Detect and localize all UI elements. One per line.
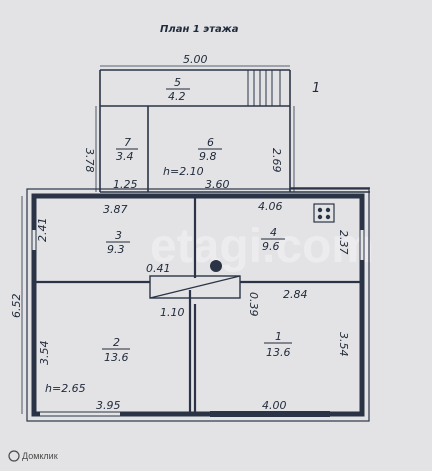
dim-284: 2.84 (283, 288, 308, 301)
dim-041: 0.41 (146, 262, 171, 275)
room-7: 7 3.4 (116, 136, 138, 163)
svg-text:5: 5 (174, 76, 181, 89)
dim-652: 6.52 (10, 294, 23, 319)
main-walls (26, 188, 370, 422)
room-1: 1 13.6 (264, 330, 292, 359)
svg-text:2: 2 (113, 336, 120, 349)
svg-text:Домклик: Домклик (22, 451, 58, 461)
stairs (247, 69, 281, 107)
watermark: etagi.com (150, 220, 374, 273)
dim-354-right: 3.54 (337, 332, 350, 357)
dim-top-width: 5.00 (183, 53, 208, 66)
dim-400: 4.00 (262, 399, 287, 412)
brand-logo: Домклик (8, 450, 58, 462)
height-top: h=2.10 (163, 165, 204, 178)
dim-395: 3.95 (96, 399, 121, 412)
dim-387: 3.87 (103, 203, 128, 216)
plan-number: 1 (312, 81, 320, 96)
dim-veranda-right: 2.69 (270, 148, 283, 173)
plan-title: План 1 этажа (160, 24, 239, 35)
svg-text:1: 1 (275, 330, 282, 343)
svg-text:4: 4 (270, 226, 277, 239)
dim-241: 2.41 (36, 218, 49, 243)
svg-text:13.6: 13.6 (266, 346, 291, 359)
veranda-walls (99, 69, 370, 193)
room-3: 3 9.3 (106, 229, 130, 256)
dim-406: 4.06 (258, 200, 283, 213)
room-5: 5 4.2 (166, 76, 190, 103)
svg-text:3.4: 3.4 (116, 150, 134, 163)
dim-360: 3.60 (205, 178, 230, 191)
room-2: 2 13.6 (102, 336, 130, 364)
svg-text:3: 3 (115, 229, 122, 242)
windows (32, 230, 364, 417)
dim-237: 2.37 (337, 230, 350, 255)
svg-text:4.2: 4.2 (168, 90, 186, 103)
stove-icon (313, 203, 335, 223)
svg-text:9.8: 9.8 (199, 150, 217, 163)
dim-125: 1.25 (113, 178, 138, 191)
room-6: 6 9.8 (198, 136, 222, 163)
dim-039: 0.39 (247, 292, 260, 317)
svg-text:13.6: 13.6 (104, 351, 129, 364)
dim-veranda-left: 3.78 (83, 148, 96, 173)
svg-text:7: 7 (124, 136, 131, 149)
dim-110: 1.10 (160, 306, 185, 319)
svg-text:6: 6 (207, 136, 214, 149)
room-4: 4 9.6 (261, 226, 285, 253)
chimney-icon (210, 260, 222, 272)
interior-walls (34, 196, 362, 414)
dim-354-left: 3.54 (38, 341, 51, 366)
svg-text:9.6: 9.6 (262, 240, 280, 253)
height-bottom: h=2.65 (45, 382, 86, 395)
svg-text:9.3: 9.3 (107, 243, 125, 256)
dimension-lines (21, 65, 295, 414)
